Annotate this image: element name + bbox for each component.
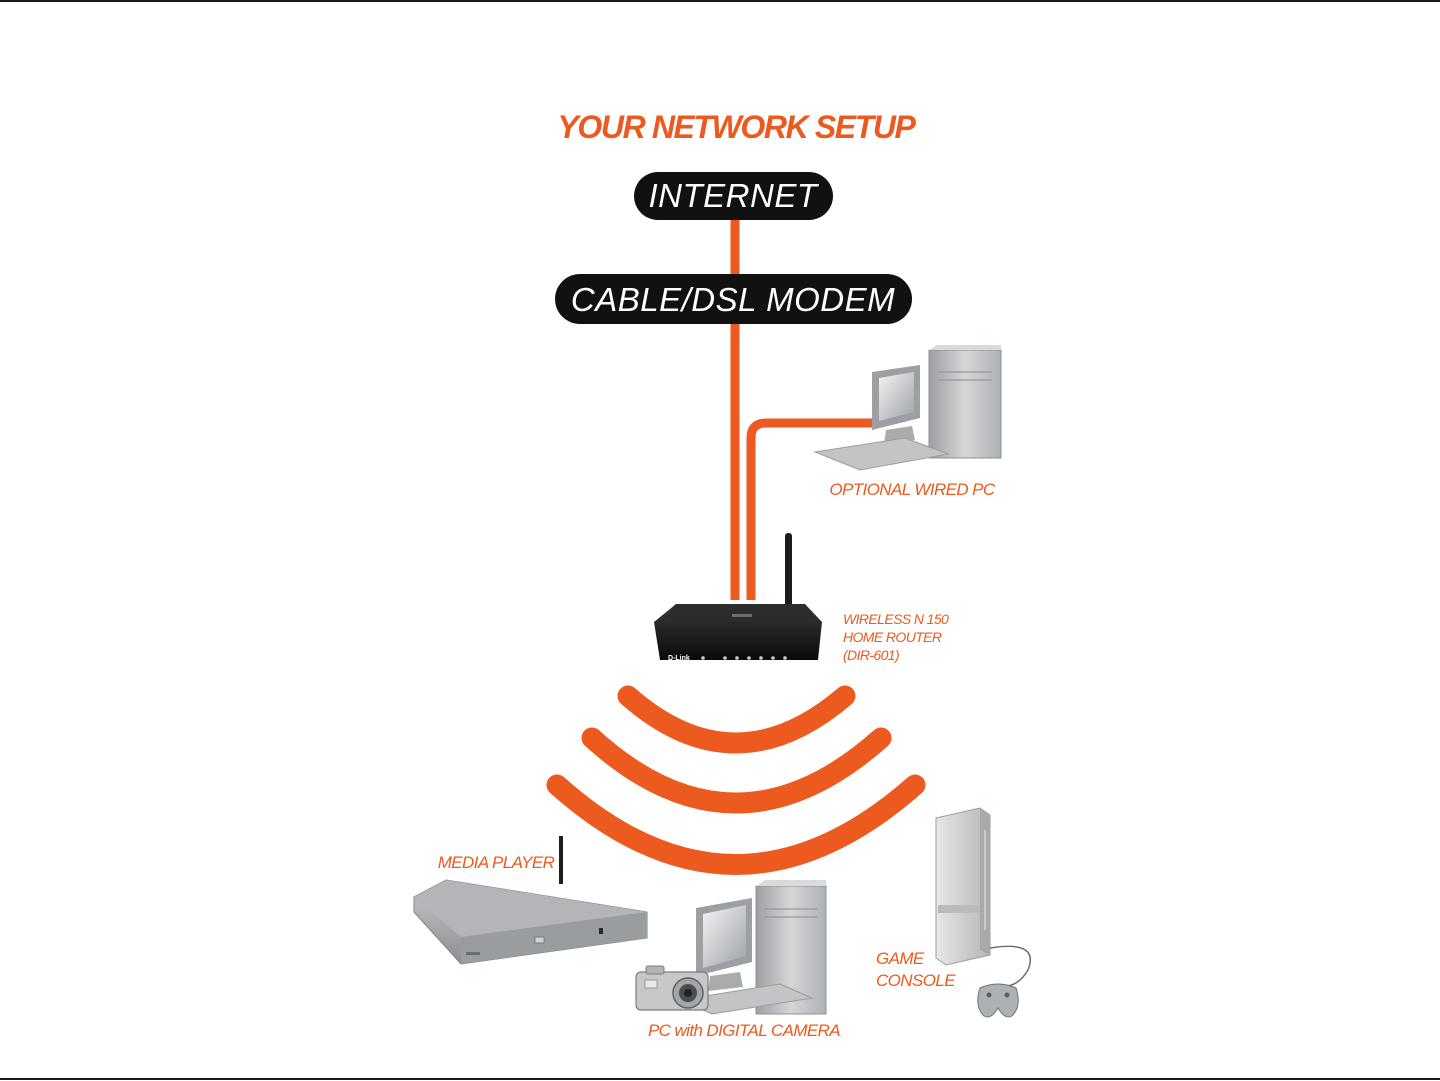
game-console-label-line2: CONSOLE [876, 971, 956, 990]
router-antenna [785, 533, 792, 613]
signal-arc-1 [628, 696, 845, 743]
gamepad-icon [978, 984, 1019, 1017]
internet-label: INTERNET [649, 177, 820, 214]
game-console-icon [936, 808, 1030, 986]
router-label-line1: WIRELESS N 150 [843, 611, 949, 627]
modem-node: CABLE/DSL MODEM [555, 274, 912, 324]
controller-cable [990, 946, 1030, 986]
wired-pc-label: OPTIONAL WIRED PC [829, 480, 996, 499]
pc-camera-label: PC with DIGITAL CAMERA [648, 1021, 840, 1040]
cable-lines [735, 214, 872, 600]
wireless-signal-icon [557, 696, 915, 865]
media-player-antenna [559, 836, 563, 884]
desktop-pc-icon [815, 345, 1001, 470]
router-brand: D-Link [668, 655, 690, 662]
digital-camera-icon [636, 966, 708, 1010]
router-label-line3: (DIR-601) [843, 647, 899, 663]
diagram-title: YOUR NETWORK SETUP [557, 109, 916, 145]
game-console-label-line1: GAME [876, 949, 925, 968]
router-label-line2: HOME ROUTER [843, 629, 942, 645]
media-player-label: MEDIA PLAYER [438, 853, 555, 872]
modem-label: CABLE/DSL MODEM [571, 281, 895, 318]
internet-node: INTERNET [634, 172, 833, 220]
